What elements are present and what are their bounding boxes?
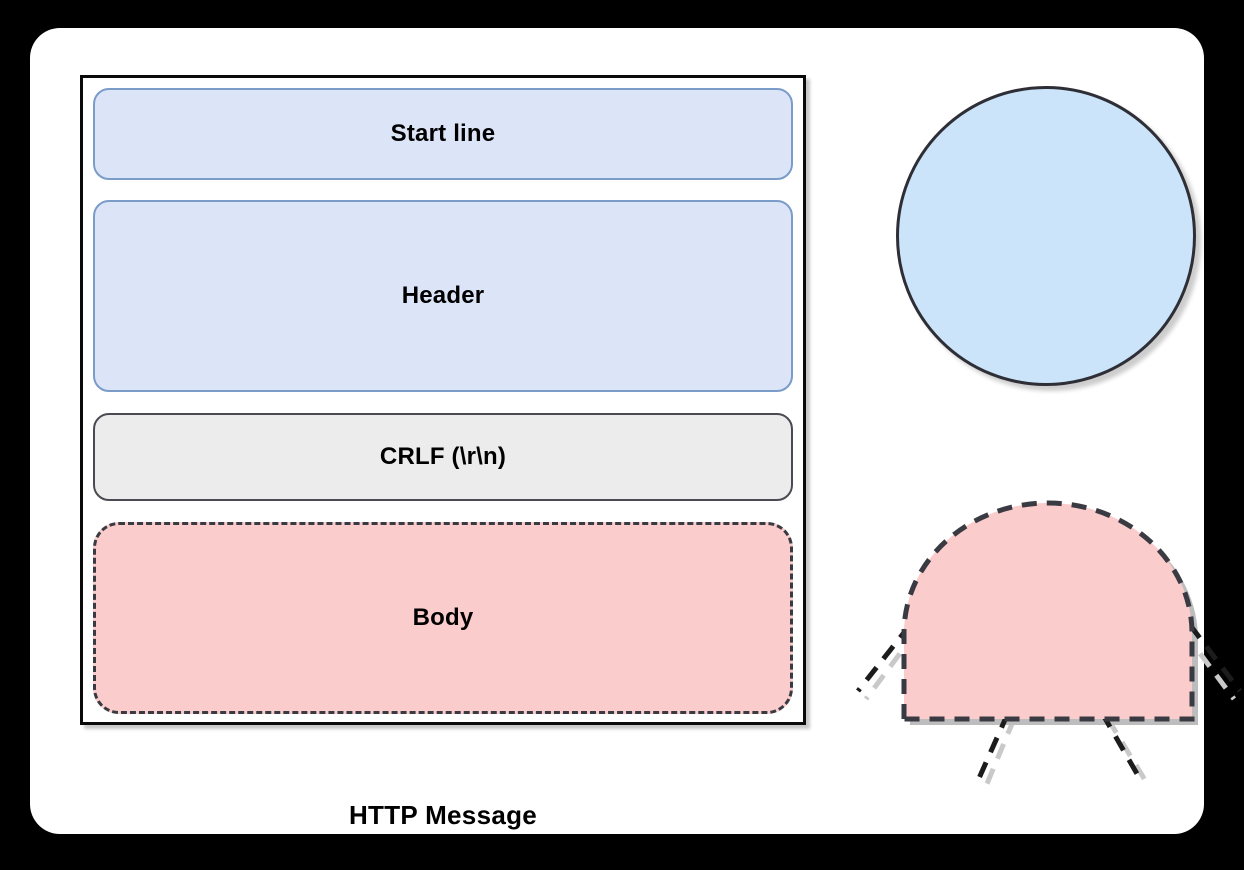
message-part-crlf-label: CRLF (\r\n)	[379, 443, 507, 470]
white-card: Start line Header CRLF (\r\n) Body	[30, 28, 1242, 834]
diagram-caption: HTTP Message	[348, 800, 538, 830]
blue-circle-shape[interactable]	[896, 86, 1196, 386]
message-part-header[interactable]: Header	[93, 200, 793, 392]
message-part-body-label: Body	[412, 604, 474, 631]
message-part-body[interactable]: Body	[93, 522, 793, 714]
message-part-start-line[interactable]: Start line	[93, 88, 793, 180]
message-part-header-label: Header	[401, 282, 485, 309]
message-part-start-line-label: Start line	[390, 120, 496, 147]
pink-dome-shape[interactable]	[848, 483, 1244, 793]
message-part-crlf[interactable]: CRLF (\r\n)	[93, 413, 793, 501]
http-message-container: Start line Header CRLF (\r\n) Body	[80, 75, 806, 725]
